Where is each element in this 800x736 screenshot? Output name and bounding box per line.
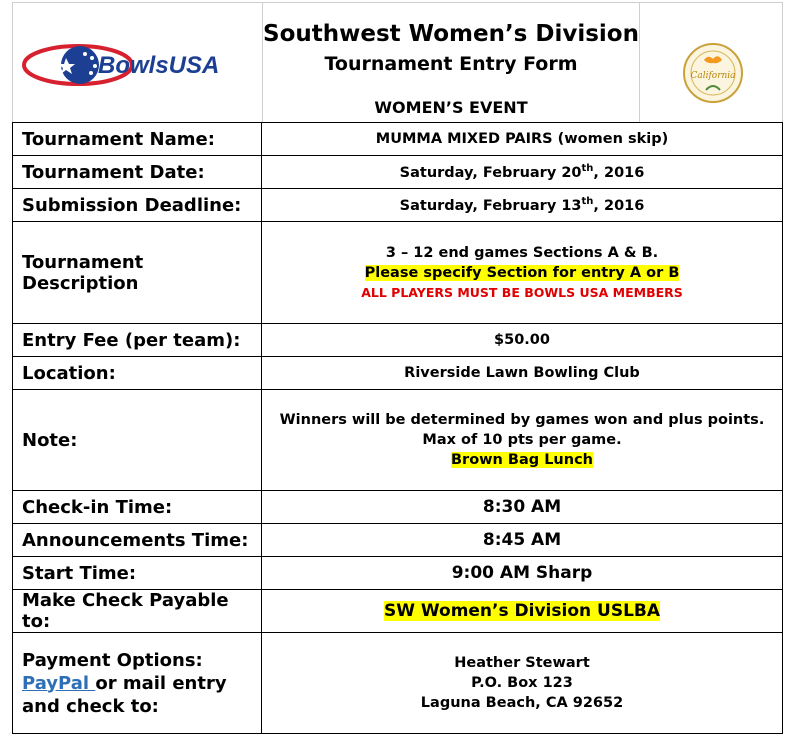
announcements-time-label: Announcements Time: (12, 523, 262, 557)
membership-warning: ALL PLAYERS MUST BE BOWLS USA MEMBERS (361, 284, 683, 300)
california-seal: California (683, 43, 743, 103)
tournament-name-value: MUMMA MIXED PAIRS (women skip) (261, 122, 783, 156)
address-street: P.O. Box 123 (471, 675, 573, 691)
date-ordinal: th (581, 163, 594, 175)
address-city: Laguna Beach, CA 92652 (420, 695, 624, 711)
header-divider (639, 3, 640, 122)
location-value: Riverside Lawn Bowling Club (261, 356, 783, 390)
table-row: Location: Riverside Lawn Bowling Club (12, 356, 783, 390)
note-label: Note: (12, 389, 262, 491)
table-row: Tournament Date: Saturday, February 20th… (12, 155, 783, 189)
form-title: Southwest Women’s Division (263, 21, 639, 47)
date-year: , 2016 (593, 164, 645, 181)
deadline-text: Saturday, February 13 (399, 197, 582, 214)
deadline-ordinal: th (581, 196, 594, 208)
deadline-year: , 2016 (593, 197, 645, 214)
header-divider (262, 3, 263, 122)
payment-options-text: and check to: (22, 695, 159, 717)
start-time-label: Start Time: (12, 556, 262, 590)
leaf-icon (705, 85, 721, 91)
table-row: Submission Deadline: Saturday, February … (12, 188, 783, 222)
tournament-date-value: Saturday, February 20th, 2016 (261, 155, 783, 189)
section-highlight-note: Please specify Section for entry A or B (364, 264, 680, 281)
address-name: Heather Stewart (454, 655, 590, 671)
submission-deadline-value: Saturday, February 13th, 2016 (261, 188, 783, 222)
payment-options-text: or mail entry (95, 672, 227, 694)
table-row: Make Check Payable to: SW Women’s Divisi… (12, 589, 783, 633)
paypal-link[interactable]: PayPal (22, 672, 96, 694)
table-row: Entry Fee (per team): $50.00 (12, 323, 783, 357)
lunch-highlight-note: Brown Bag Lunch (451, 452, 593, 468)
date-text: Saturday, February 20 (399, 164, 582, 181)
tournament-name-label: Tournament Name: (12, 122, 262, 156)
check-payable-value: SW Women’s Division USLBA (261, 589, 783, 633)
start-time-value: 9:00 AM Sharp (261, 556, 783, 590)
tournament-details-table: Tournament Name: MUMMA MIXED PAIRS (wome… (12, 122, 783, 734)
description-line: 3 – 12 end games Sections A & B. (385, 244, 659, 261)
table-row: Tournament Description 3 – 12 end games … (12, 221, 783, 324)
payment-options-heading: Payment Options: (22, 649, 203, 671)
tournament-description-value: 3 – 12 end games Sections A & B. Please … (261, 221, 783, 324)
tournament-description-label: Tournament Description (12, 221, 262, 324)
submission-deadline-label: Submission Deadline: (12, 188, 262, 222)
table-row: Tournament Name: MUMMA MIXED PAIRS (wome… (12, 122, 783, 156)
tournament-date-label: Tournament Date: (12, 155, 262, 189)
seal-text: California (690, 71, 735, 81)
mailing-address: Heather Stewart P.O. Box 123 Laguna Beac… (261, 632, 783, 734)
logo-ball (61, 46, 99, 84)
table-row: Note: Winners will be determined by game… (12, 389, 783, 491)
announcements-time-value: 8:45 AM (261, 523, 783, 557)
logo-star-icon (58, 58, 75, 74)
note-line: Winners will be determined by games won … (279, 412, 765, 428)
location-label: Location: (12, 356, 262, 390)
note-line: Max of 10 pts per game. (422, 432, 622, 448)
bowlsusa-logo: BowlsUSA (22, 44, 219, 86)
entry-fee-value: $50.00 (261, 323, 783, 357)
entry-fee-label: Entry Fee (per team): (12, 323, 262, 357)
payee-highlight: SW Women’s Division USLBA (383, 601, 661, 621)
table-row: Announcements Time: 8:45 AM (12, 523, 783, 557)
table-row: Check-in Time: 8:30 AM (12, 490, 783, 524)
payment-options-label: Payment Options: PayPal or mail entry an… (12, 632, 262, 734)
poppy-icon (704, 56, 722, 64)
logo-text: BowlsUSA (98, 52, 219, 79)
table-row: Payment Options: PayPal or mail entry an… (12, 632, 783, 734)
checkin-time-label: Check-in Time: (12, 490, 262, 524)
note-value: Winners will be determined by games won … (261, 389, 783, 491)
seal-ring (683, 43, 743, 103)
event-label: WOMEN’S EVENT (374, 98, 528, 117)
checkin-time-value: 8:30 AM (261, 490, 783, 524)
form-subtitle: Tournament Entry Form (324, 53, 578, 75)
form-header (12, 2, 783, 122)
table-row: Start Time: 9:00 AM Sharp (12, 556, 783, 590)
logo-swoosh (22, 44, 134, 86)
check-payable-label: Make Check Payable to: (12, 589, 262, 633)
